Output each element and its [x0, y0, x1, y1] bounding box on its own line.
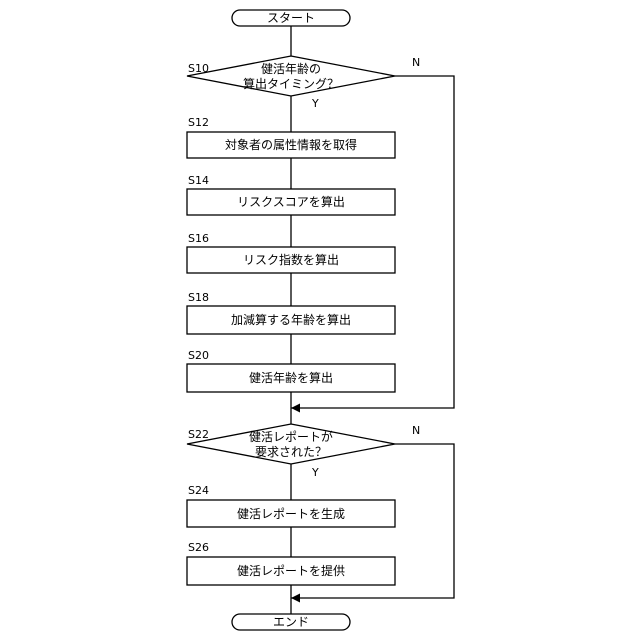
step-label-s22: S22	[188, 428, 209, 441]
decision-s10: 健活年齢の 算出タイミング？	[187, 56, 395, 96]
process-s18-label: 加減算する年齢を算出	[231, 312, 351, 327]
branch-no-s10	[291, 76, 454, 408]
decision-s22-line1: 健活レポートが	[249, 429, 333, 444]
start-terminal: スタート	[232, 10, 350, 26]
step-label-s20: S20	[188, 349, 209, 362]
decision-s10-line2: 算出タイミング？	[243, 76, 339, 91]
process-s14-label: リスクスコアを算出	[237, 194, 345, 209]
step-label-s16: S16	[188, 232, 209, 245]
step-label-s18: S18	[188, 291, 209, 304]
step-label-s26: S26	[188, 541, 209, 554]
yes-label-s22: Y	[311, 466, 319, 479]
step-label-s12: S12	[188, 116, 209, 129]
yes-label-s10: Y	[311, 97, 319, 110]
process-s20-label: 健活年齢を算出	[249, 370, 333, 385]
process-s26: 健活レポートを提供	[187, 557, 395, 585]
step-label-s14: S14	[188, 174, 209, 187]
process-s24: 健活レポートを生成	[187, 500, 395, 527]
process-s26-label: 健活レポートを提供	[237, 563, 345, 578]
end-label: エンド	[273, 615, 309, 629]
process-s18: 加減算する年齢を算出	[187, 306, 395, 334]
process-s12-label: 対象者の属性情報を取得	[225, 137, 357, 152]
process-s16: リスク指数を算出	[187, 247, 395, 273]
no-label-s10: N	[412, 56, 420, 69]
no-label-s22: N	[412, 424, 420, 437]
end-terminal: エンド	[232, 614, 350, 630]
decision-s22-line2: 要求された？	[255, 445, 327, 459]
decision-s22: 健活レポートが 要求された？	[187, 424, 395, 464]
process-s20: 健活年齢を算出	[187, 364, 395, 392]
step-label-s24: S24	[188, 484, 209, 497]
process-s12: 対象者の属性情報を取得	[187, 132, 395, 158]
process-s14: リスクスコアを算出	[187, 189, 395, 215]
decision-s10-line1: 健活年齢の	[261, 61, 321, 76]
start-label: スタート	[267, 11, 315, 25]
process-s24-label: 健活レポートを生成	[237, 507, 345, 521]
process-s16-label: リスク指数を算出	[243, 252, 339, 267]
